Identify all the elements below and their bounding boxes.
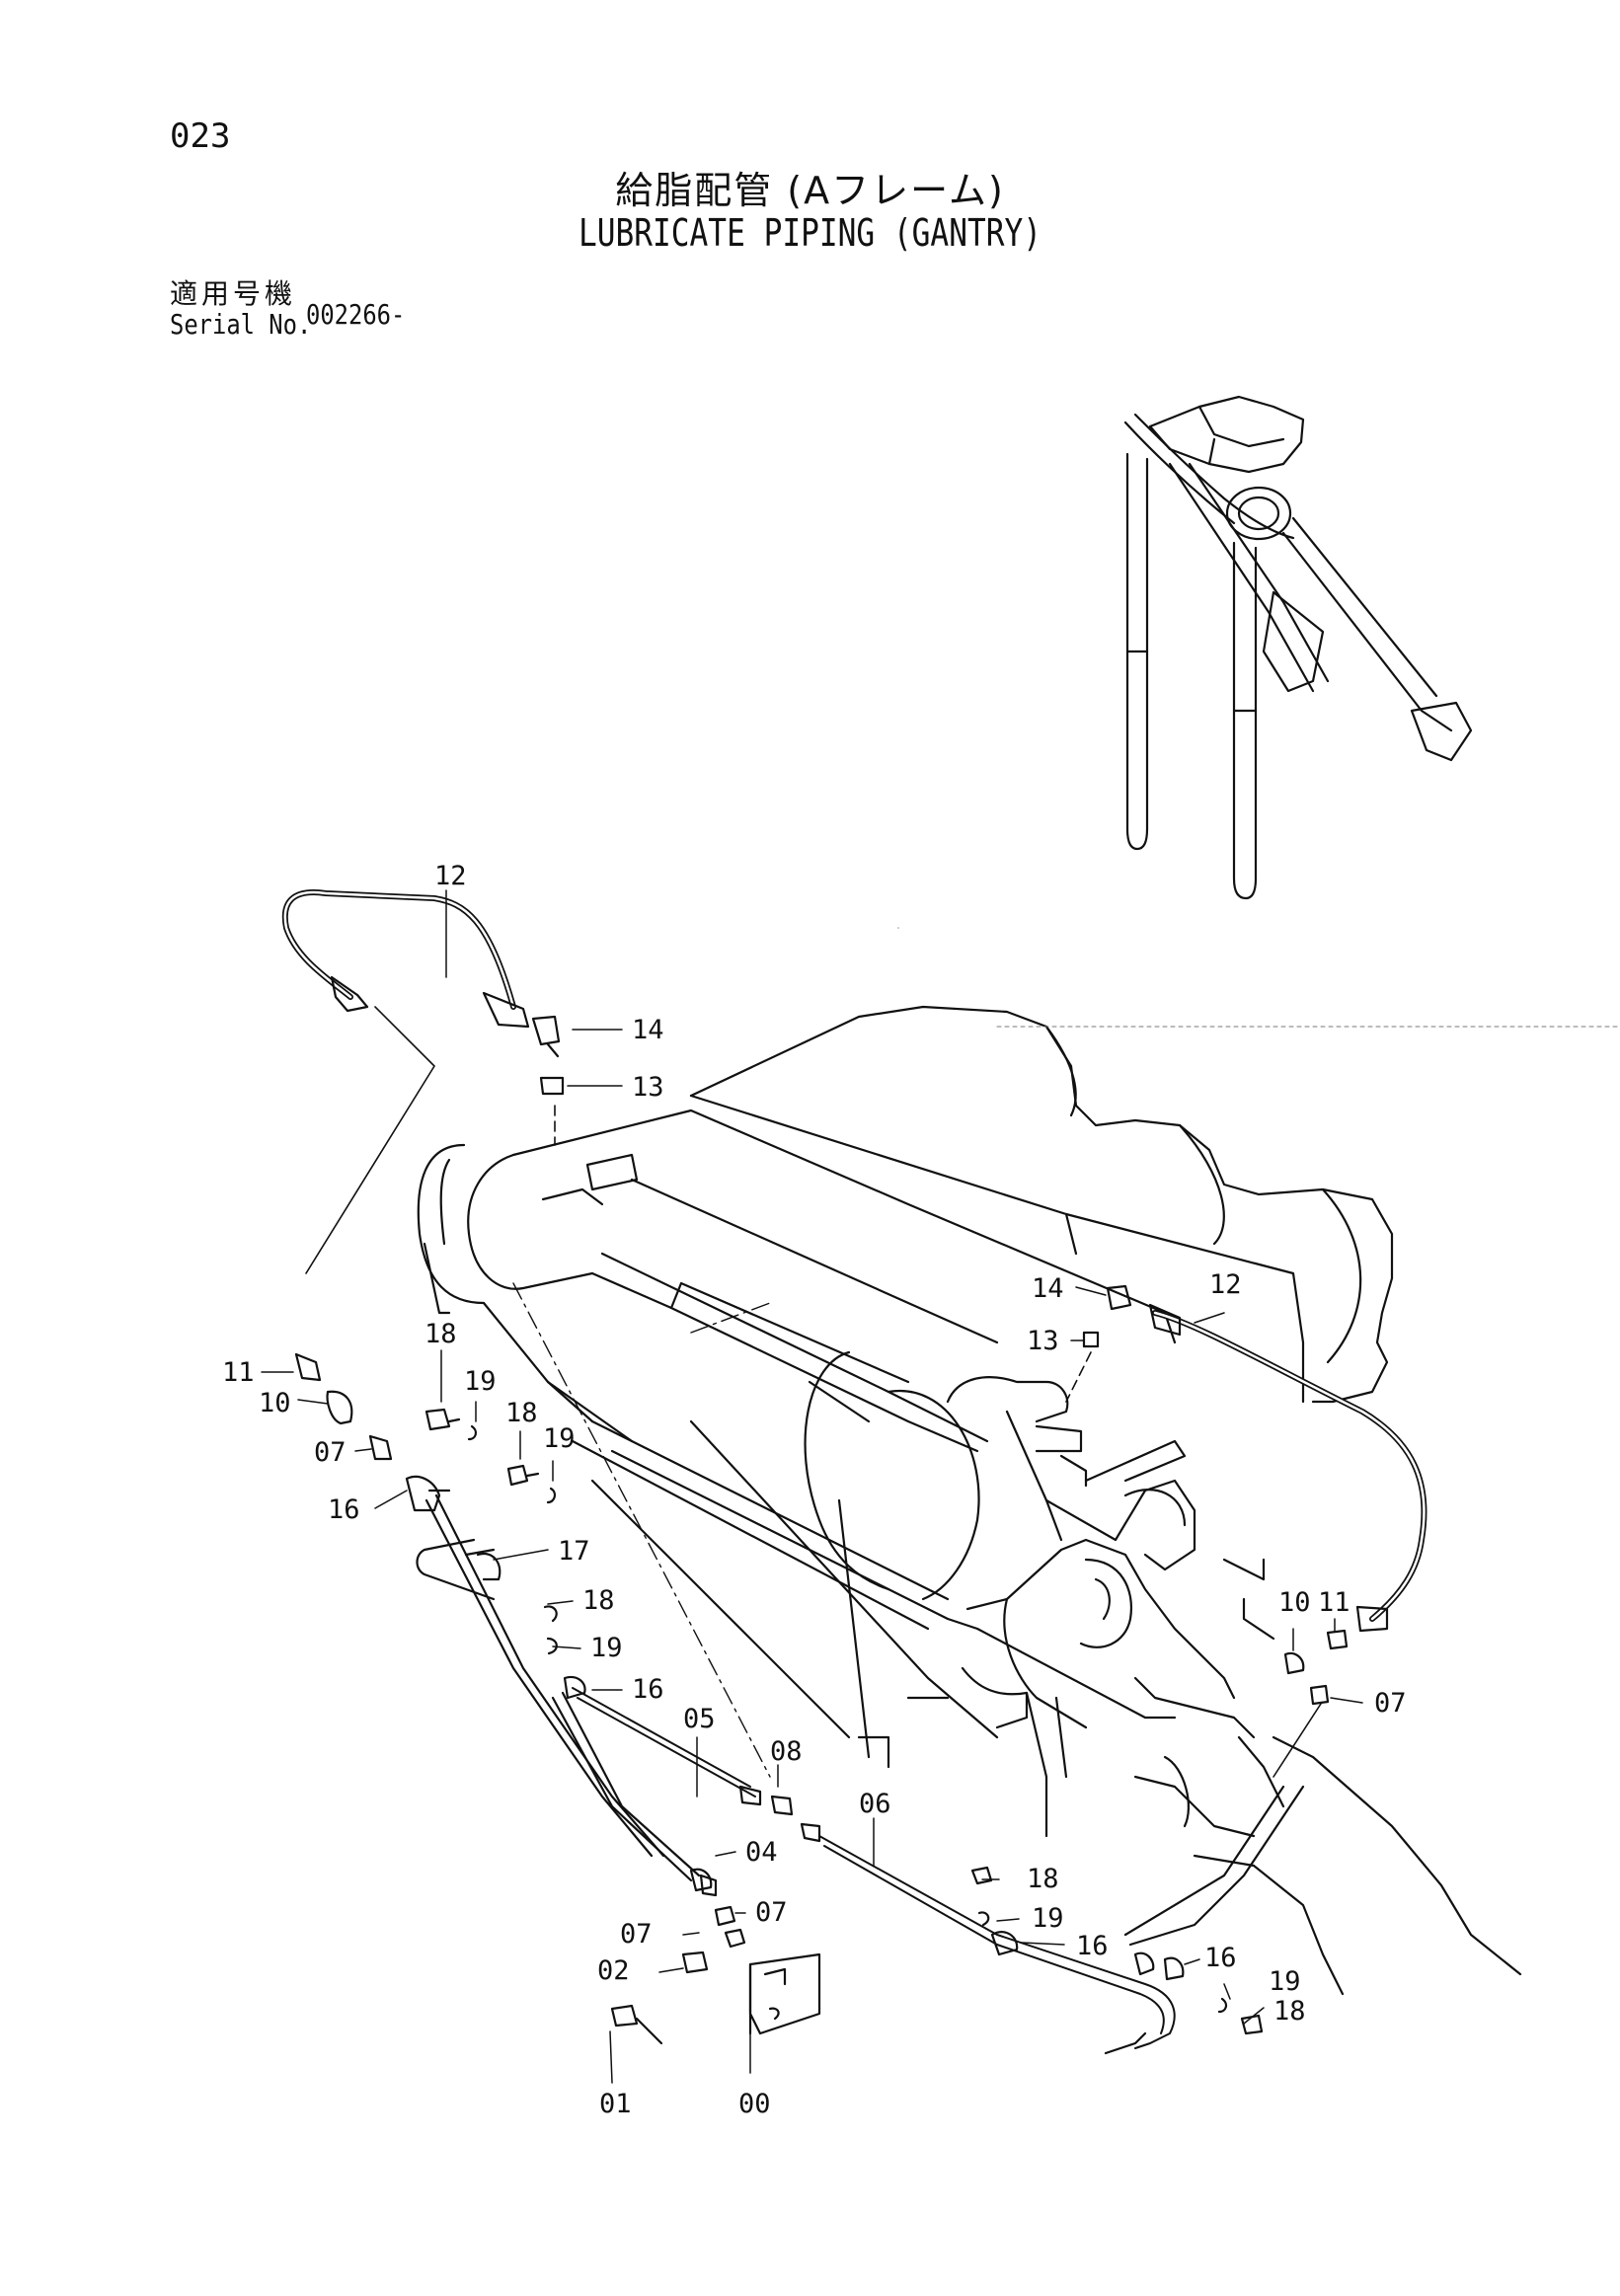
callout-14: 14 — [632, 1015, 664, 1045]
serial-number-value: 002266- — [306, 298, 406, 331]
callout-01: 01 — [599, 2089, 632, 2119]
serial-label-english: Serial No. — [170, 308, 312, 341]
callout-06: 06 — [859, 1789, 891, 1819]
callout-16: 16 — [328, 1494, 360, 1525]
callout-19: 19 — [464, 1366, 497, 1397]
callout-19: 19 — [543, 1423, 576, 1454]
callout-10: 10 — [259, 1388, 291, 1418]
callout-12: 12 — [434, 861, 467, 891]
serial-label-japanese: 適用号機 — [170, 277, 297, 310]
callout-07: 07 — [1374, 1688, 1407, 1719]
callout-11: 11 — [1318, 1587, 1350, 1618]
callout-00: 00 — [738, 2089, 771, 2119]
inset-overview-drawing — [1123, 395, 1473, 900]
callout-05: 05 — [683, 1704, 716, 1734]
page-number: 023 — [170, 116, 231, 156]
callout-16: 16 — [632, 1674, 664, 1705]
callout-10: 10 — [1278, 1587, 1311, 1618]
callout-13: 13 — [632, 1072, 664, 1103]
callout-02: 02 — [597, 1955, 630, 1986]
callout-18: 18 — [582, 1585, 615, 1616]
callout-13: 13 — [1027, 1326, 1059, 1356]
callout-16: 16 — [1204, 1943, 1237, 1973]
callout-04: 04 — [745, 1837, 778, 1868]
callout-18: 18 — [505, 1398, 538, 1428]
callout-18: 18 — [424, 1319, 457, 1349]
title-english: LUBRICATE PIPING (GANTRY) — [578, 211, 1041, 255]
callout-11: 11 — [222, 1357, 255, 1388]
callout-12: 12 — [1209, 1269, 1242, 1300]
callout-19: 19 — [1269, 1966, 1301, 1997]
callout-08: 08 — [770, 1736, 803, 1767]
callout-18: 18 — [1273, 1996, 1306, 2027]
callout-14: 14 — [1032, 1273, 1064, 1304]
leader-lines — [261, 889, 1363, 2084]
callout-17: 17 — [558, 1536, 590, 1567]
piping-and-parts — [281, 889, 1427, 2055]
callout-labels: 12 14 13 11 10 07 16 18 19 18 19 17 18 1… — [222, 861, 1407, 2119]
callout-07: 07 — [755, 1897, 788, 1928]
title-japanese: 給脂配管 (Aフレーム) — [615, 169, 1005, 212]
callout-19: 19 — [590, 1633, 623, 1663]
callout-16: 16 — [1076, 1931, 1109, 1961]
callout-19: 19 — [1032, 1903, 1064, 1934]
gantry-frame-drawing — [417, 927, 1620, 1996]
callout-07: 07 — [620, 1919, 653, 1950]
callout-18: 18 — [1027, 1864, 1059, 1894]
callout-07: 07 — [314, 1437, 347, 1468]
